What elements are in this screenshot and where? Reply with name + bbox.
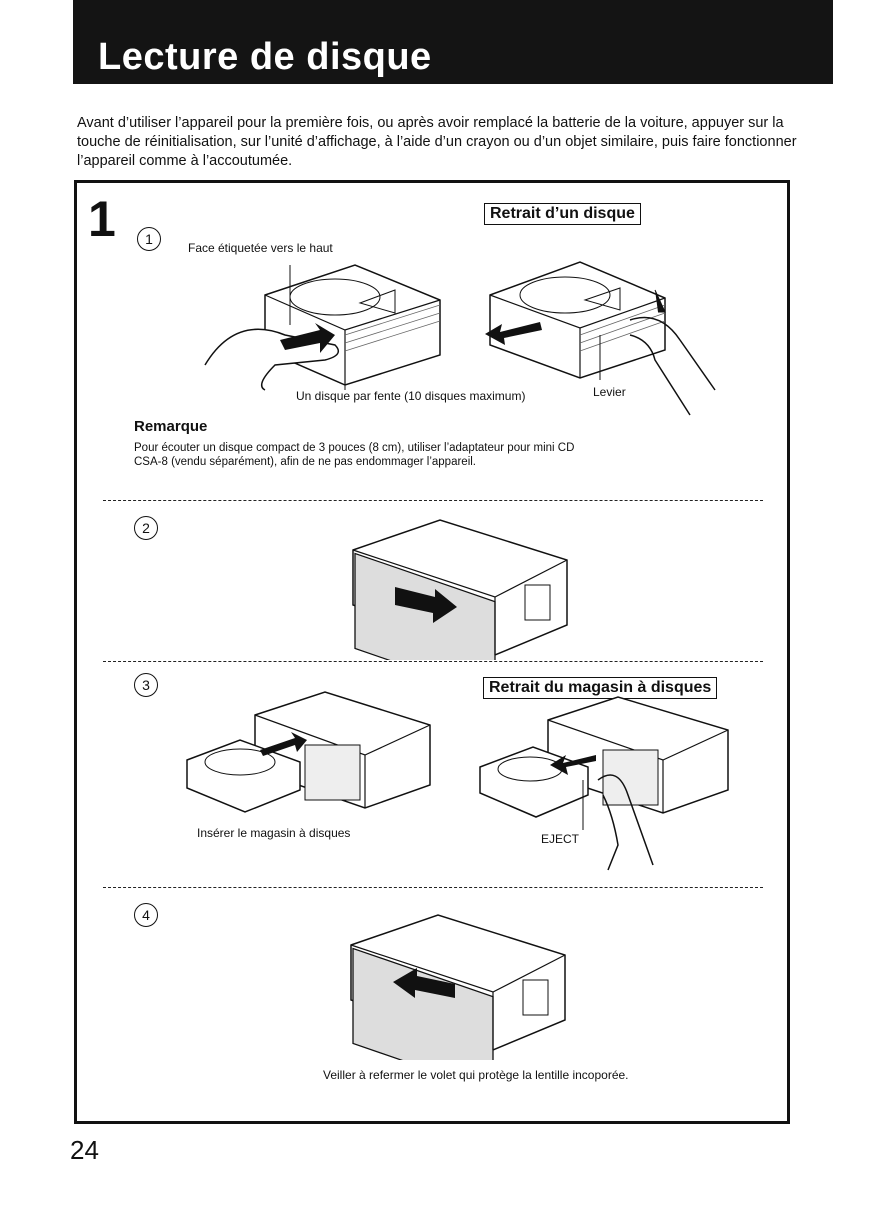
remove-disc-illustration [485, 261, 716, 416]
divider [103, 887, 763, 888]
header-bar [73, 0, 833, 84]
divider [103, 661, 763, 662]
lens-cover-note: Veiller à refermer le volet qui protège … [323, 1068, 629, 1082]
retrait-magasin-heading: Retrait du magasin à disques [483, 677, 718, 699]
levier-label: Levier [593, 385, 626, 399]
divider [103, 500, 763, 501]
slot-label: Un disque par fente (10 disques maximum) [296, 389, 526, 403]
insert-magazine-label: Insérer le magasin à disques [197, 826, 351, 840]
page-title: Lecture de disque [98, 36, 432, 78]
step-number: 1 [88, 191, 116, 247]
retrait-disque-heading: Retrait d’un disque [484, 203, 641, 225]
remarque-body: Pour écouter un disque compact de 3 pouc… [134, 442, 575, 468]
intro-paragraph: Avant d’utiliser l’appareil pour la prem… [77, 115, 797, 169]
page-number: 24 [70, 1135, 99, 1165]
eject-magazine-illustration [479, 696, 729, 871]
substep-4-number: 4 [134, 903, 158, 927]
substep-1-number: 1 [137, 227, 161, 251]
instruction-frame [74, 180, 790, 1124]
face-label: Face étiquetée vers le haut [188, 241, 333, 255]
close-door-illustration [352, 519, 568, 660]
insert-magazine-illustration [186, 691, 431, 813]
insert-disc-illustration [204, 264, 441, 391]
substep-3-number: 3 [134, 673, 158, 697]
remarque-title: Remarque [134, 418, 208, 435]
substep-2-number: 2 [134, 516, 158, 540]
open-door-illustration [350, 914, 566, 1060]
eject-label: EJECT [541, 832, 580, 846]
